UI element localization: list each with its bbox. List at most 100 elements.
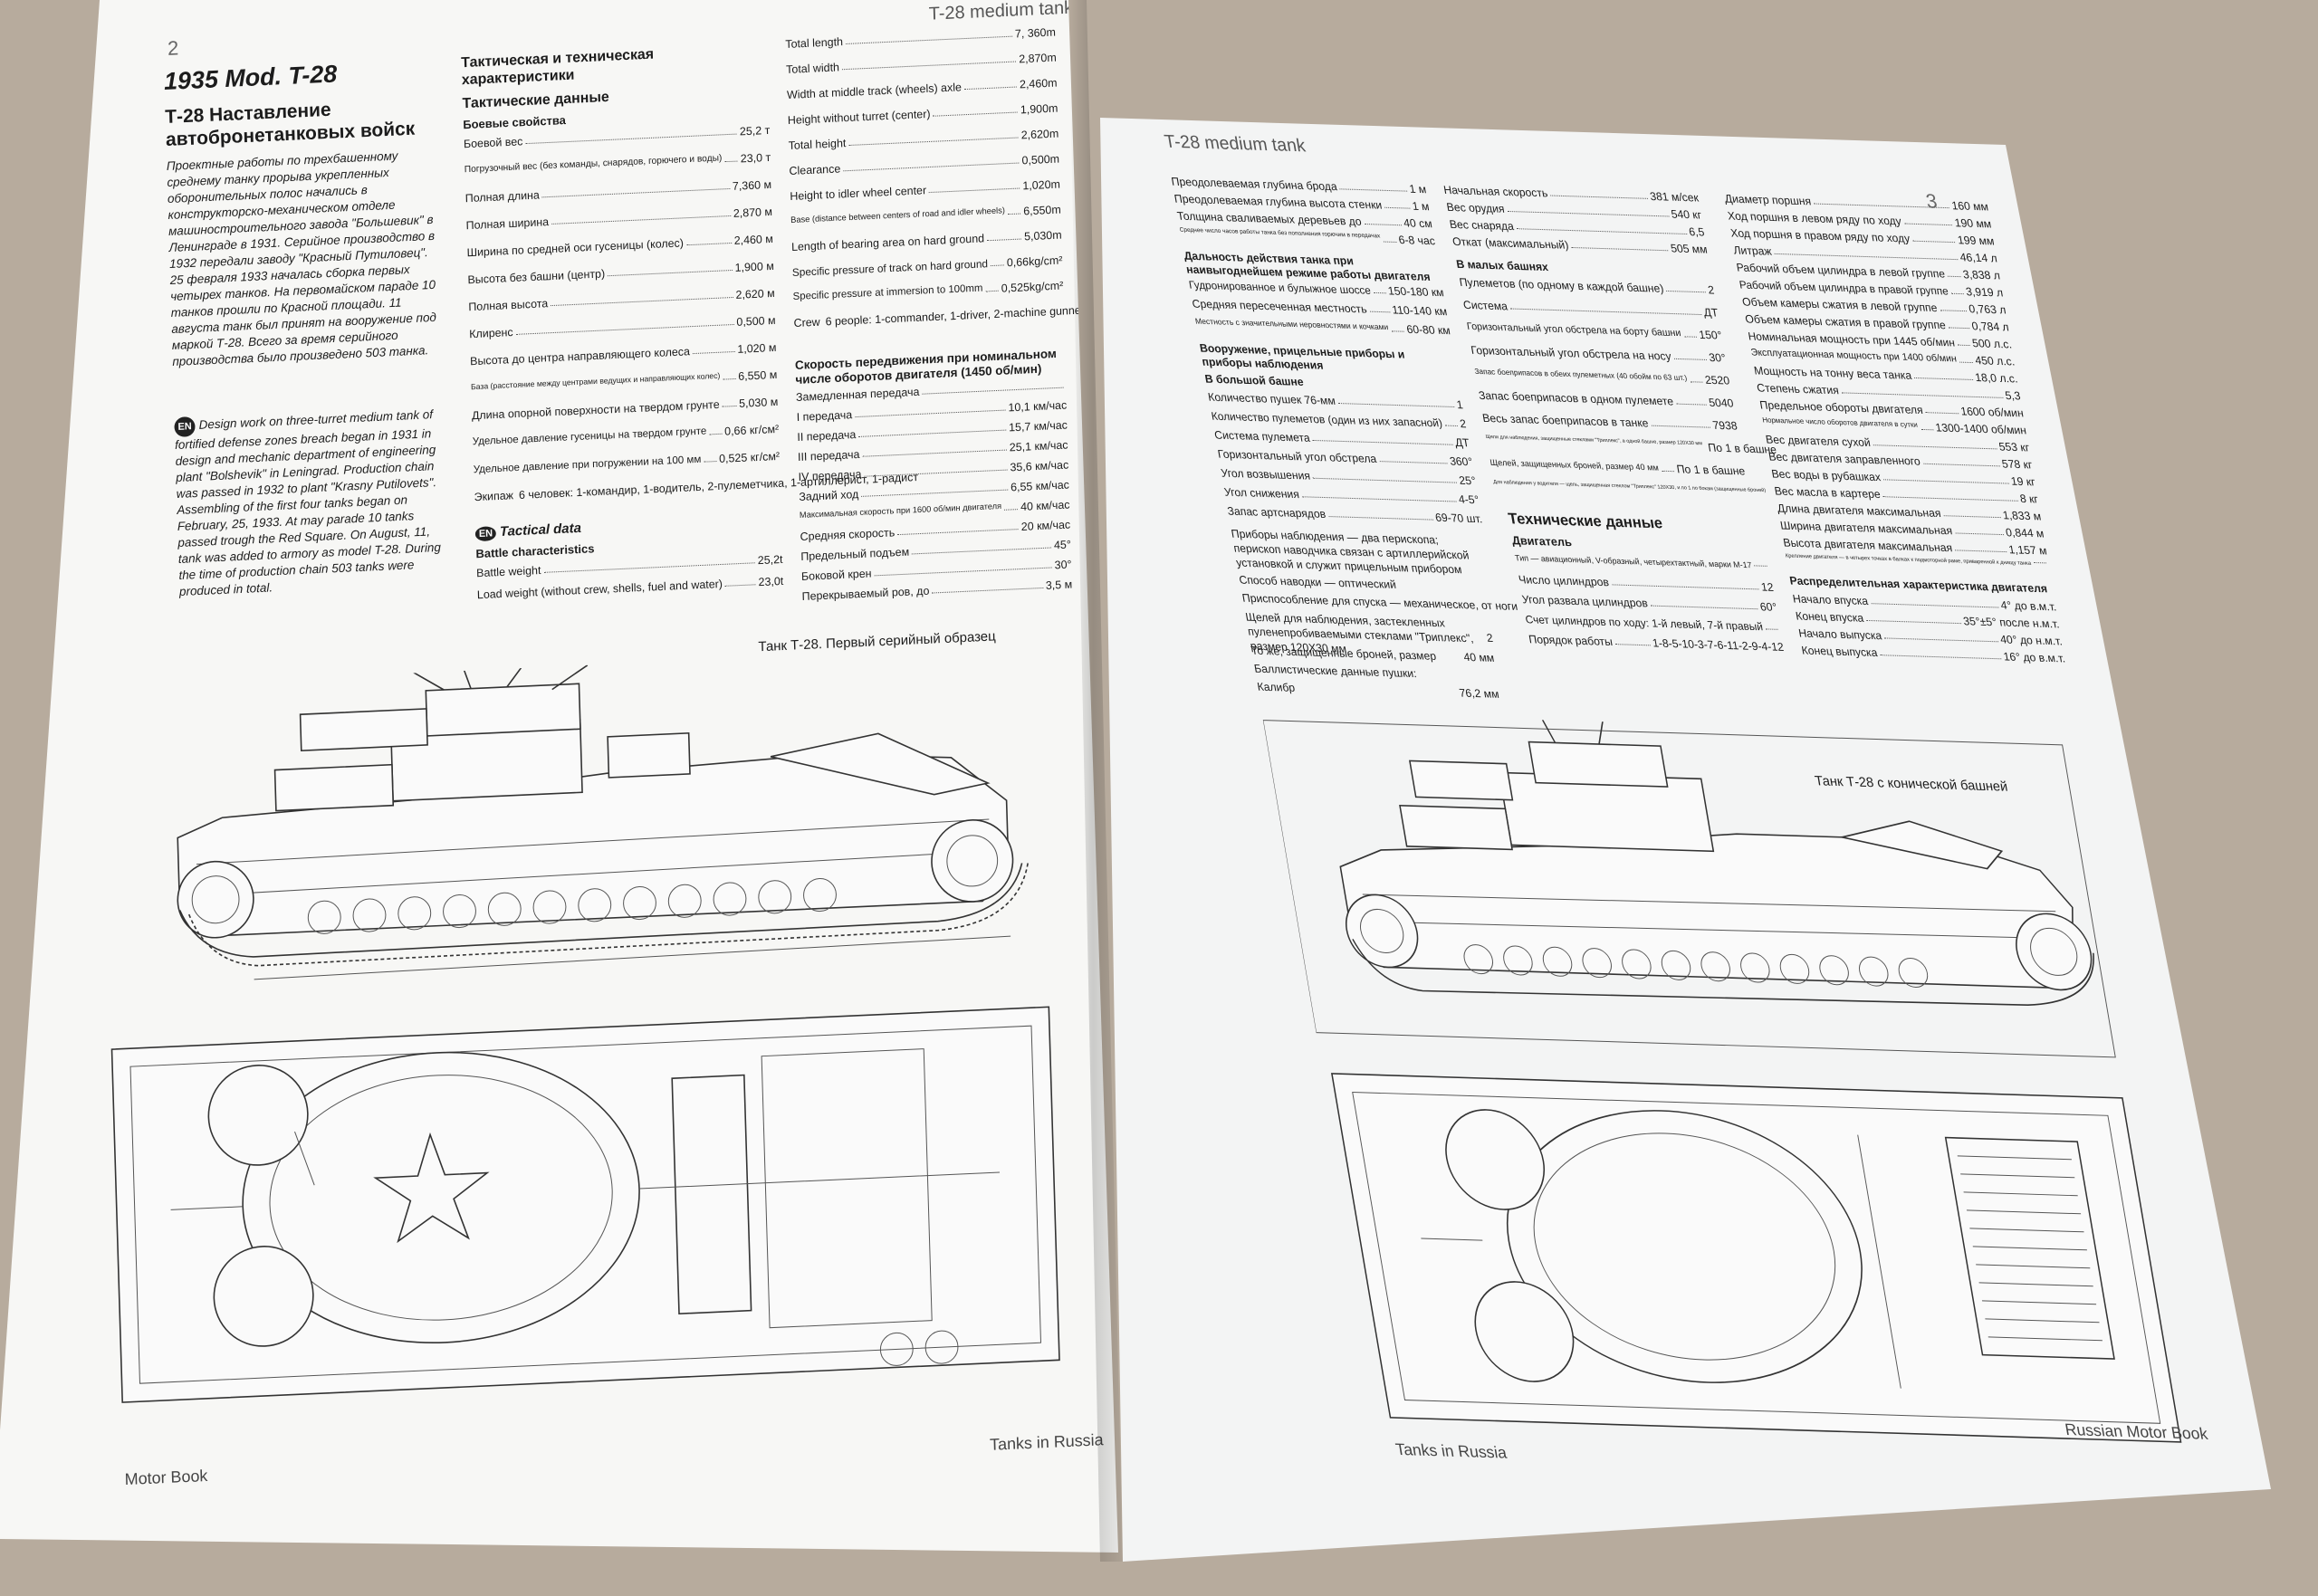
spec-value: 18,0 л.с. [1974, 371, 2018, 385]
ru-body-text: Проектные работы по трехбашенному средне… [167, 147, 444, 370]
page-number: 2 [168, 36, 179, 61]
leader-dots [608, 262, 733, 276]
combat-title: Боевые свойства [463, 113, 566, 131]
spec-value: 60-80 км [1405, 323, 1451, 337]
spec-label: Вес снаряда [1449, 218, 1515, 233]
spec-label: Начальная скорость [1442, 184, 1548, 200]
observation-text: Приборы наблюдения — два перископа; пери… [1231, 527, 1492, 578]
spec-value: 10,1 км/час [1008, 399, 1067, 415]
page-title: 1935 Mod. T-28 [164, 60, 338, 96]
leader-dots [1506, 203, 1669, 217]
spec-value: 150° [1698, 329, 1722, 342]
spec-value: 199 мм [1957, 234, 1996, 247]
spec-label: Замедленная передача [796, 386, 920, 404]
spec-value: 160 мм [1950, 199, 1989, 213]
spec-label: Количество пушек 76-мм [1207, 391, 1336, 407]
spec-value: ДТ [1703, 306, 1719, 319]
spec-label: Высота до центра направляющего колеса [470, 345, 690, 368]
spec-row: Удельное давление гусеницы на твердом гр… [473, 423, 780, 449]
spec-label: Clearance [789, 162, 840, 177]
spec-label: Порядок работы [1528, 633, 1614, 648]
leader-dots [846, 28, 1012, 44]
engine-table: Тип — авиационный, V-образный, четырехта… [1514, 553, 1768, 561]
spec-label: Высота без башни (центр) [467, 267, 605, 286]
leader-dots [1840, 384, 2003, 398]
spec-label: Полная высота [468, 297, 548, 313]
leader-dots [842, 53, 1017, 71]
spec-row: Base (distance between centers of road a… [790, 204, 1061, 229]
leader-dots [525, 126, 737, 145]
spec-value: 450 л.с. [1974, 354, 2016, 368]
spec-value: 381 м/сек [1649, 190, 1700, 205]
leader-dots [1924, 404, 1959, 414]
spec-value: 5,030m [1024, 229, 1062, 244]
spec-value: 25,2 т [740, 124, 771, 139]
leader-dots [1704, 441, 1706, 450]
leader-dots [723, 370, 735, 380]
leader-dots [704, 453, 716, 463]
spec-label: Максимальная скорость при 1600 об/мин дв… [800, 502, 1002, 523]
spec-label: Тип — авиационный, V-образный, четырехта… [1514, 553, 1752, 569]
spec-value: 4° до в.м.т. [2000, 599, 2058, 614]
running-head: T-28 medium tank [928, 0, 1073, 25]
spec-label: Литраж [1732, 244, 1772, 258]
spec-value: 6,550m [1023, 204, 1061, 218]
leader-dots [964, 79, 1017, 91]
spec-label: Среднее число часов работы танка без поп… [1179, 227, 1382, 246]
spec-value: 7938 [1711, 419, 1738, 433]
leader-dots [1008, 205, 1021, 215]
leader-dots [1336, 395, 1454, 407]
leader-dots [1672, 350, 1707, 360]
spec-label: Горизонтальный угол обстрела на борту ба… [1466, 321, 1682, 340]
spec-value: 1,020m [1022, 178, 1060, 193]
spec-value: 2 [1459, 417, 1467, 430]
spec-value: 1,833 м [2002, 509, 2042, 522]
spec-value: 8 кг [2019, 492, 2039, 506]
leader-dots [725, 576, 756, 587]
spec-row: Количество пулеметов (один из них запасн… [1211, 410, 1468, 431]
spec-label: Длина двигателя максимальная [1777, 502, 1942, 521]
spec-value: 0,500 м [736, 314, 776, 329]
spec-value: 20 км/час [1021, 519, 1071, 533]
leader-dots [1879, 646, 2001, 659]
tech-title: Технические данные [1507, 510, 1664, 532]
leader-dots [1954, 524, 2004, 535]
leader-dots [912, 539, 1051, 554]
spec-value: 16° до в.м.т. [2002, 650, 2065, 664]
spec-label: Горизонтальный угол обстрела [1217, 448, 1378, 465]
leader-dots [1570, 239, 1669, 251]
spec-value: 0,525 кг/см² [719, 450, 780, 465]
spec-label: Для наблюдения у водителя — щель, защище… [1493, 480, 1767, 493]
leader-dots [985, 282, 999, 292]
spec-label: Total length [785, 35, 843, 51]
spec-value: 30° [1054, 559, 1071, 572]
spec-value: 25° [1458, 474, 1477, 488]
spec-value: 45° [1054, 539, 1071, 552]
spec-value: 1,900m [1020, 102, 1058, 117]
spec-label: Начало выпуска [1797, 627, 1882, 643]
spec-label: База (расстояние между центрами ведущих … [471, 371, 721, 395]
spec-label: Base (distance between centers of road a… [790, 205, 1005, 228]
spec-label: Задний ход [799, 488, 858, 503]
engine-title: Двигатель [1511, 533, 1573, 549]
leader-dots [1614, 636, 1650, 645]
ballistic-text: Баллистические данные пушки: [1253, 663, 1418, 681]
leader-dots [1921, 455, 1999, 467]
spec-value: 1,900 м [734, 260, 774, 274]
spec-label: Пулеметов (по одному в каждой башне) [1459, 276, 1665, 295]
spec-label: Specific pressure of track on hard groun… [792, 257, 989, 279]
spec-value: 35,6 км/час [1010, 459, 1068, 474]
spec-value: 3,919 л [1965, 285, 2004, 299]
spec-value: 540 кг [1670, 208, 1702, 222]
